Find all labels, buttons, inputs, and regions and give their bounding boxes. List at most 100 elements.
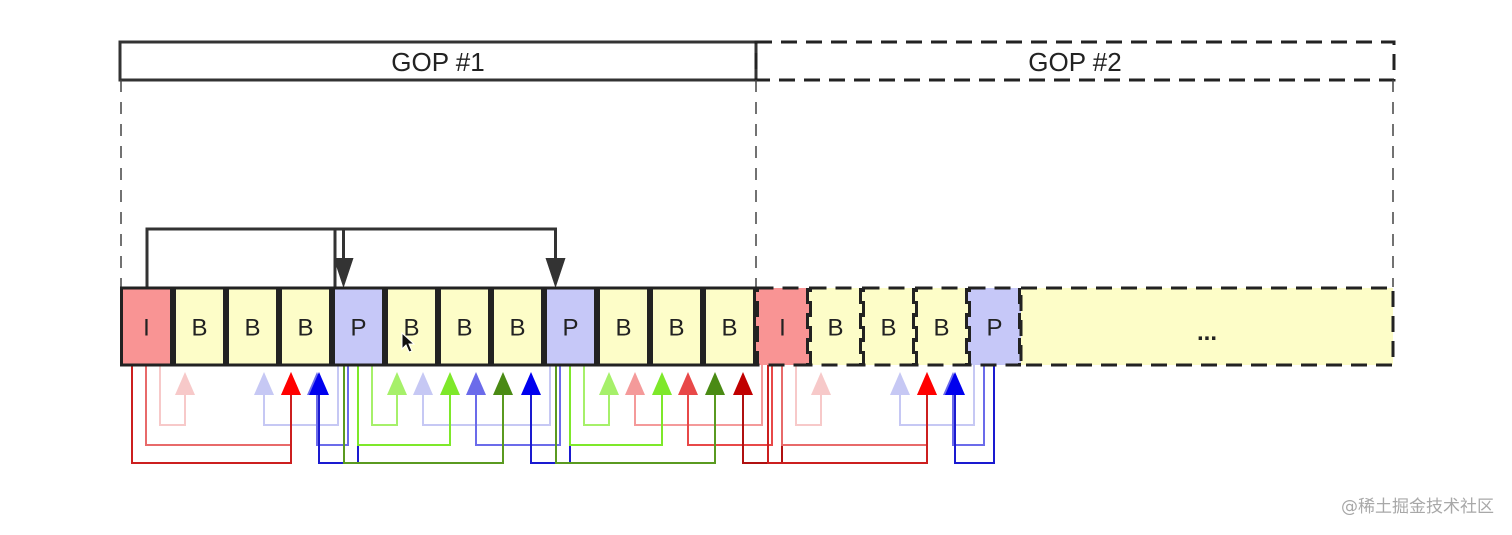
- reference-line: [145, 365, 292, 446]
- frame-fill: [226, 288, 279, 365]
- reference-arrow-head: [466, 372, 486, 395]
- frame-fill: [915, 288, 968, 365]
- reference-arrow-head: [387, 372, 407, 395]
- frame-fill: [756, 288, 809, 365]
- frame-label: P: [986, 315, 1002, 342]
- reference-arrow: [343, 365, 513, 464]
- frame-fill: [279, 288, 332, 365]
- frame-border: [491, 286, 544, 367]
- reference-arrow-head: [493, 372, 513, 395]
- continuation-block: ...: [1019, 286, 1395, 367]
- frame-fill: [862, 288, 915, 365]
- reference-arrow: [569, 365, 672, 446]
- reference-arrow: [555, 365, 725, 464]
- reference-line: [767, 365, 928, 464]
- reference-line: [316, 365, 349, 446]
- frame-fill: [385, 288, 438, 365]
- reference-line: [343, 365, 504, 464]
- reference-line: [781, 365, 928, 446]
- frame-border: [703, 286, 756, 367]
- b-frame-reference-arrows: [131, 365, 995, 464]
- frame-label: I: [779, 315, 786, 342]
- frame-fill: [491, 288, 544, 365]
- watermark: @稀土掘金技术社区: [1341, 497, 1494, 517]
- frame-i: I: [756, 286, 809, 367]
- reference-arrow: [159, 365, 195, 426]
- frame-label: P: [562, 315, 578, 342]
- frame-border: [597, 286, 650, 367]
- frame-fill: [650, 288, 703, 365]
- frame-label: B: [191, 315, 207, 342]
- reference-arrow: [890, 365, 975, 426]
- reference-line: [954, 365, 995, 464]
- reference-line: [422, 365, 551, 426]
- frame-p: P: [968, 286, 1021, 367]
- frame-border: [862, 286, 915, 367]
- frame-border: [915, 286, 968, 367]
- reference-arrow-head: [678, 372, 698, 395]
- gop-2-header-box: [754, 40, 1396, 82]
- frame-p: P: [332, 286, 385, 367]
- reference-arrow-head: [945, 372, 965, 395]
- frame-label: B: [403, 315, 419, 342]
- frame-b: B: [809, 286, 862, 367]
- reference-arrow-head: [811, 372, 831, 395]
- frame-b: B: [862, 286, 915, 367]
- frame-border: [173, 286, 226, 367]
- frame-fill: [544, 288, 597, 365]
- frame-fill: [968, 288, 1021, 365]
- reference-arrow-head: [705, 372, 725, 395]
- gop-1-header: GOP #1: [118, 40, 758, 82]
- reference-arrow: [371, 365, 407, 426]
- reference-arrow-head: [917, 372, 937, 395]
- arrow-head: [333, 258, 354, 288]
- forward-prediction-arrows: [145, 227, 566, 288]
- continuation-border: [1019, 286, 1395, 367]
- reference-line: [555, 365, 716, 464]
- frame-border: [226, 286, 279, 367]
- frame-b: B: [650, 286, 703, 367]
- reference-arrow: [521, 365, 571, 464]
- reference-arrow-head: [890, 372, 910, 395]
- frame-b: B: [703, 286, 756, 367]
- reference-arrow: [943, 365, 985, 446]
- reference-arrow: [795, 365, 831, 426]
- reference-line: [583, 365, 610, 426]
- reference-arrow: [733, 365, 783, 464]
- frame-p: P: [544, 286, 597, 367]
- mouse-cursor-icon: [401, 331, 416, 353]
- reference-arrow-head: [254, 372, 274, 395]
- continuation-fill: [1021, 288, 1393, 365]
- gop-2-label: GOP #2: [1028, 47, 1121, 77]
- reference-arrow: [466, 365, 561, 446]
- arrow-line: [145, 227, 345, 288]
- frame-fill: [703, 288, 756, 365]
- frame-b: B: [915, 286, 968, 367]
- frame-fill: [332, 288, 385, 365]
- arrow-head: [545, 258, 566, 288]
- frame-label: I: [143, 315, 150, 342]
- frame-label: B: [668, 315, 684, 342]
- forward-prediction-arrow: [333, 227, 566, 288]
- reference-arrow: [781, 365, 937, 446]
- reference-arrow-head: [733, 372, 753, 395]
- reference-line: [952, 365, 985, 446]
- reference-arrow: [413, 365, 551, 426]
- reference-arrow: [307, 365, 349, 446]
- reference-arrow: [583, 365, 619, 426]
- gop-1-header-box: [118, 40, 758, 82]
- frame-label: B: [456, 315, 472, 342]
- gop-1-label: GOP #1: [391, 47, 484, 77]
- reference-line: [569, 365, 663, 446]
- frame-label: B: [880, 315, 896, 342]
- frame-b: B: [226, 286, 279, 367]
- frame-border: [385, 286, 438, 367]
- frame-b: B: [173, 286, 226, 367]
- frame-label: B: [297, 315, 313, 342]
- continuation-ellipsis: ...: [1197, 319, 1217, 346]
- reference-line: [131, 365, 292, 464]
- frame-fill: [438, 288, 491, 365]
- reference-line: [795, 365, 822, 426]
- reference-line: [263, 365, 339, 426]
